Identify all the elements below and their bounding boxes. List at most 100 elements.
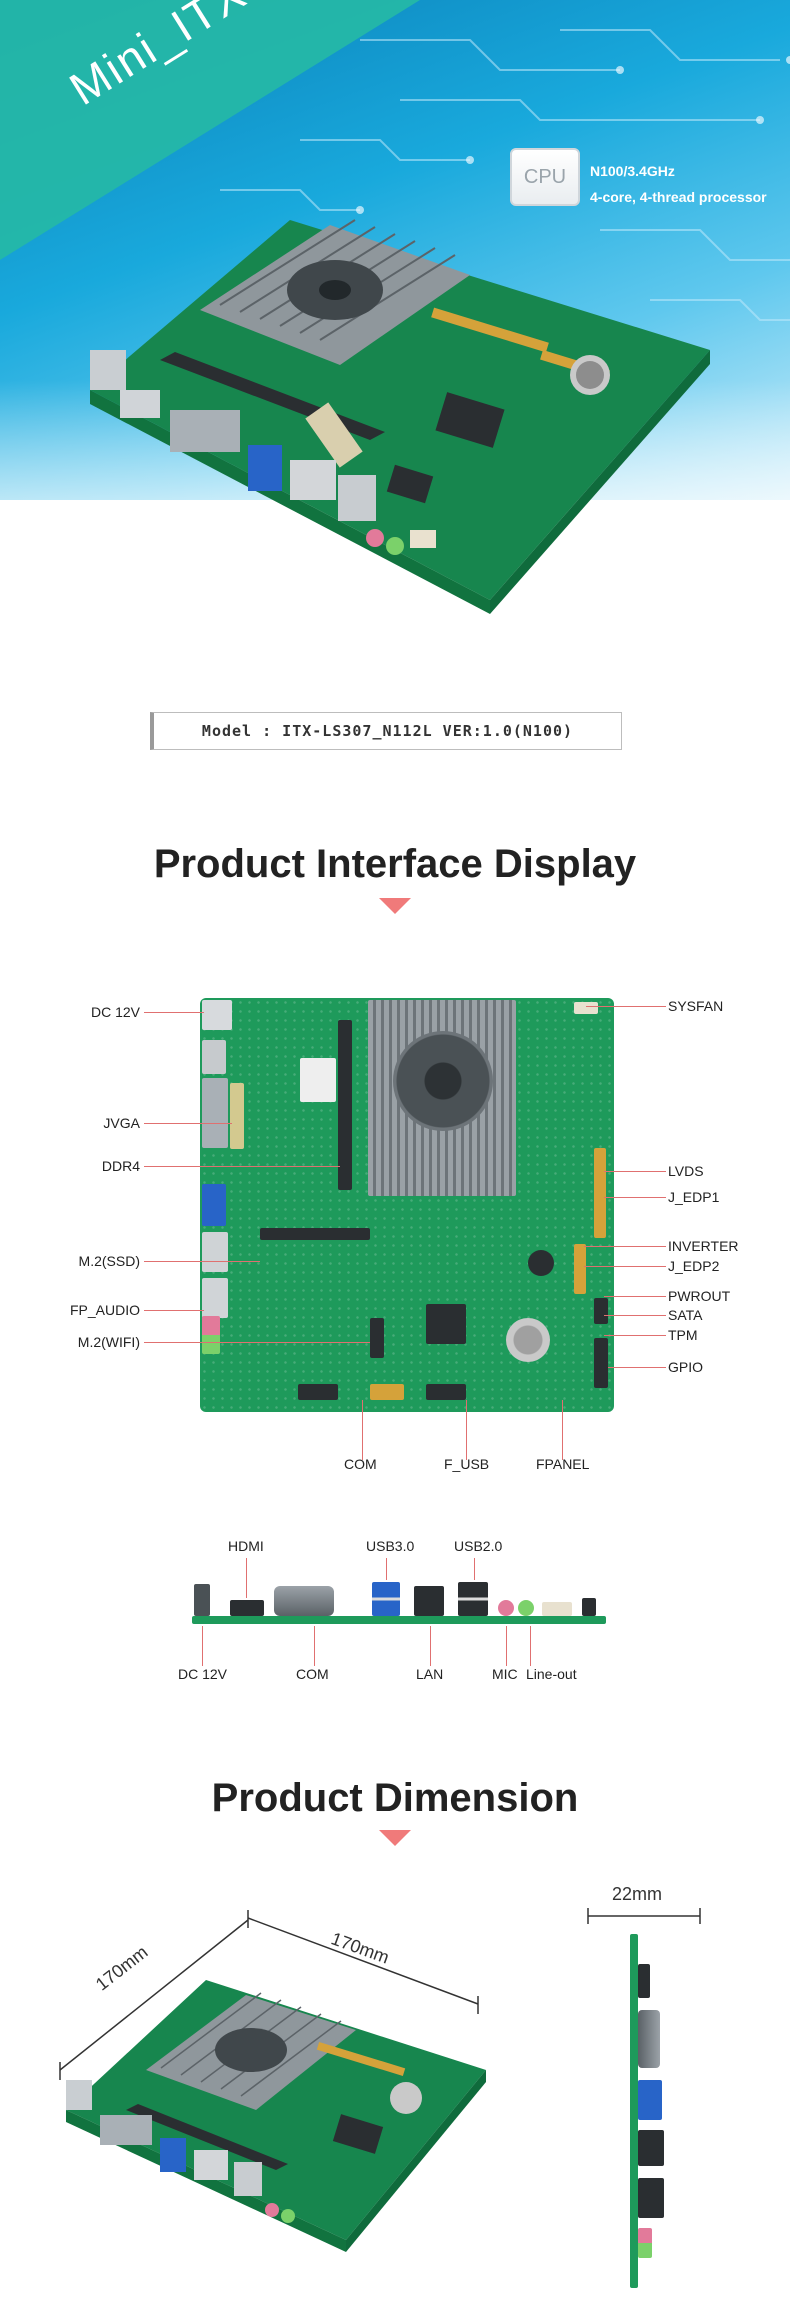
audio-jacks <box>202 1316 220 1354</box>
label-io-usb2: USB2.0 <box>454 1538 503 1554</box>
io-lan <box>414 1586 444 1616</box>
leader-io-lan <box>430 1626 431 1666</box>
label-m2-ssd: M.2(SSD) <box>78 1253 140 1269</box>
leader-inverter <box>584 1246 666 1247</box>
leader-ddr4 <box>144 1166 340 1167</box>
leader-tpm <box>604 1335 666 1336</box>
label-m2-wifi: M.2(WIFI) <box>77 1334 140 1350</box>
side-usb3 <box>638 2080 662 2120</box>
label-io-usb3: USB3.0 <box>366 1538 415 1554</box>
leader-io-usb2 <box>474 1558 475 1580</box>
label-sata: SATA <box>668 1307 703 1323</box>
leader-f-usb <box>466 1400 467 1460</box>
side-audio <box>638 2228 652 2258</box>
label-io-lan: LAN <box>416 1666 444 1682</box>
gpio-header <box>594 1338 608 1388</box>
leader-fpanel <box>562 1400 563 1460</box>
leader-sysfan <box>586 1006 666 1007</box>
hero-banner: Mini_ITX CPU N100/3.4GHz 4-core, 4-threa… <box>0 0 790 660</box>
leader-pwrout <box>604 1296 666 1297</box>
vga-header <box>230 1083 244 1149</box>
leader-gpio <box>608 1367 666 1368</box>
io-com <box>274 1586 334 1616</box>
leader-sata <box>604 1315 666 1316</box>
interface-title-marker <box>379 898 411 914</box>
f-usb-header <box>370 1384 404 1400</box>
ddr4-sticker <box>300 1058 336 1102</box>
cmos-battery <box>506 1318 550 1362</box>
io-mic <box>498 1600 514 1616</box>
label-tpm: TPM <box>668 1327 698 1343</box>
label-io-mic: MIC <box>492 1666 518 1682</box>
label-com: COM <box>344 1456 377 1472</box>
cpu-chip-label: CPU <box>523 165 567 188</box>
board-top-view <box>200 998 614 1412</box>
edp-header <box>574 1244 586 1294</box>
label-gpio: GPIO <box>668 1359 704 1375</box>
label-io-com: COM <box>296 1666 329 1682</box>
io-hdmi <box>230 1600 264 1616</box>
buzzer <box>528 1250 554 1276</box>
leader-fp-audio <box>144 1310 204 1311</box>
thickness-lines <box>587 1908 701 1924</box>
interface-section-title: Product Interface Display <box>153 842 637 886</box>
fpanel-header <box>426 1384 466 1400</box>
label-dc12v: DC 12V <box>90 1004 140 1020</box>
io-usb2 <box>458 1582 488 1616</box>
sysfan-header <box>574 1002 598 1014</box>
cpu-fan <box>393 1031 493 1131</box>
ddr4-slot <box>338 1020 352 1190</box>
lvds-header <box>594 1148 606 1238</box>
io-dc-jack <box>194 1584 210 1616</box>
leader-m2-ssd <box>144 1261 260 1262</box>
label-io-lineout: Line-out <box>526 1666 577 1682</box>
leader-dc12v <box>144 1012 204 1013</box>
leader-io-dc12v <box>202 1626 203 1666</box>
label-io-hdmi: HDMI <box>228 1538 264 1554</box>
leader-m2-wifi <box>144 1342 370 1343</box>
label-pwrout: PWROUT <box>668 1288 731 1304</box>
motherboard-iso-image <box>90 219 710 614</box>
side-com <box>638 2010 660 2068</box>
model-label: Model : ITX-LS307_N112L VER:1.0(N100) <box>150 712 622 750</box>
dimension-section-title: Product Dimension <box>211 1776 579 1820</box>
io-board-edge <box>192 1616 606 1624</box>
lan-port <box>202 1232 228 1272</box>
ite-chip <box>426 1304 466 1344</box>
label-ddr4: DDR4 <box>101 1158 140 1174</box>
leader-io-usb3 <box>386 1558 387 1580</box>
leader-jvga <box>144 1123 232 1124</box>
leader-lvds <box>604 1171 666 1172</box>
side-lan <box>638 2130 664 2166</box>
label-lvds: LVDS <box>668 1163 704 1179</box>
io-panel-image <box>192 1580 606 1626</box>
io-usb3 <box>372 1582 400 1616</box>
dimension-title-marker <box>379 1830 411 1846</box>
m2-wifi-slot <box>370 1318 384 1358</box>
cpu-spec: N100/3.4GHz 4-core, 4-thread processor <box>590 158 767 210</box>
label-jedp2: J_EDP2 <box>668 1258 720 1274</box>
m2-ssd-slot <box>260 1228 370 1240</box>
io-lineout <box>518 1600 534 1616</box>
label-io-dc12v: DC 12V <box>178 1666 228 1682</box>
label-fp-audio: FP_AUDIO <box>69 1302 140 1318</box>
hero-accent-triangle <box>0 0 420 260</box>
io-black-block <box>582 1598 596 1616</box>
leader-jedp1 <box>604 1197 666 1198</box>
leader-jedp2 <box>584 1266 666 1267</box>
com-header <box>298 1384 338 1400</box>
com-port <box>202 1078 228 1148</box>
motherboard-iso-small <box>66 1980 486 2252</box>
board-side-view <box>630 1934 666 2288</box>
leader-io-lineout <box>530 1626 531 1666</box>
dimension-lines <box>59 1910 479 2080</box>
side-pcb <box>630 1934 638 2288</box>
side-usb2 <box>638 2178 664 2218</box>
cpu-cores: 4-core, 4-thread processor <box>590 189 767 205</box>
io-header <box>542 1602 572 1616</box>
sata-port <box>594 1298 608 1324</box>
usb3-port <box>202 1184 226 1226</box>
dc-jack <box>202 1000 232 1030</box>
leader-io-mic <box>506 1626 507 1666</box>
label-f-usb: F_USB <box>444 1456 490 1472</box>
